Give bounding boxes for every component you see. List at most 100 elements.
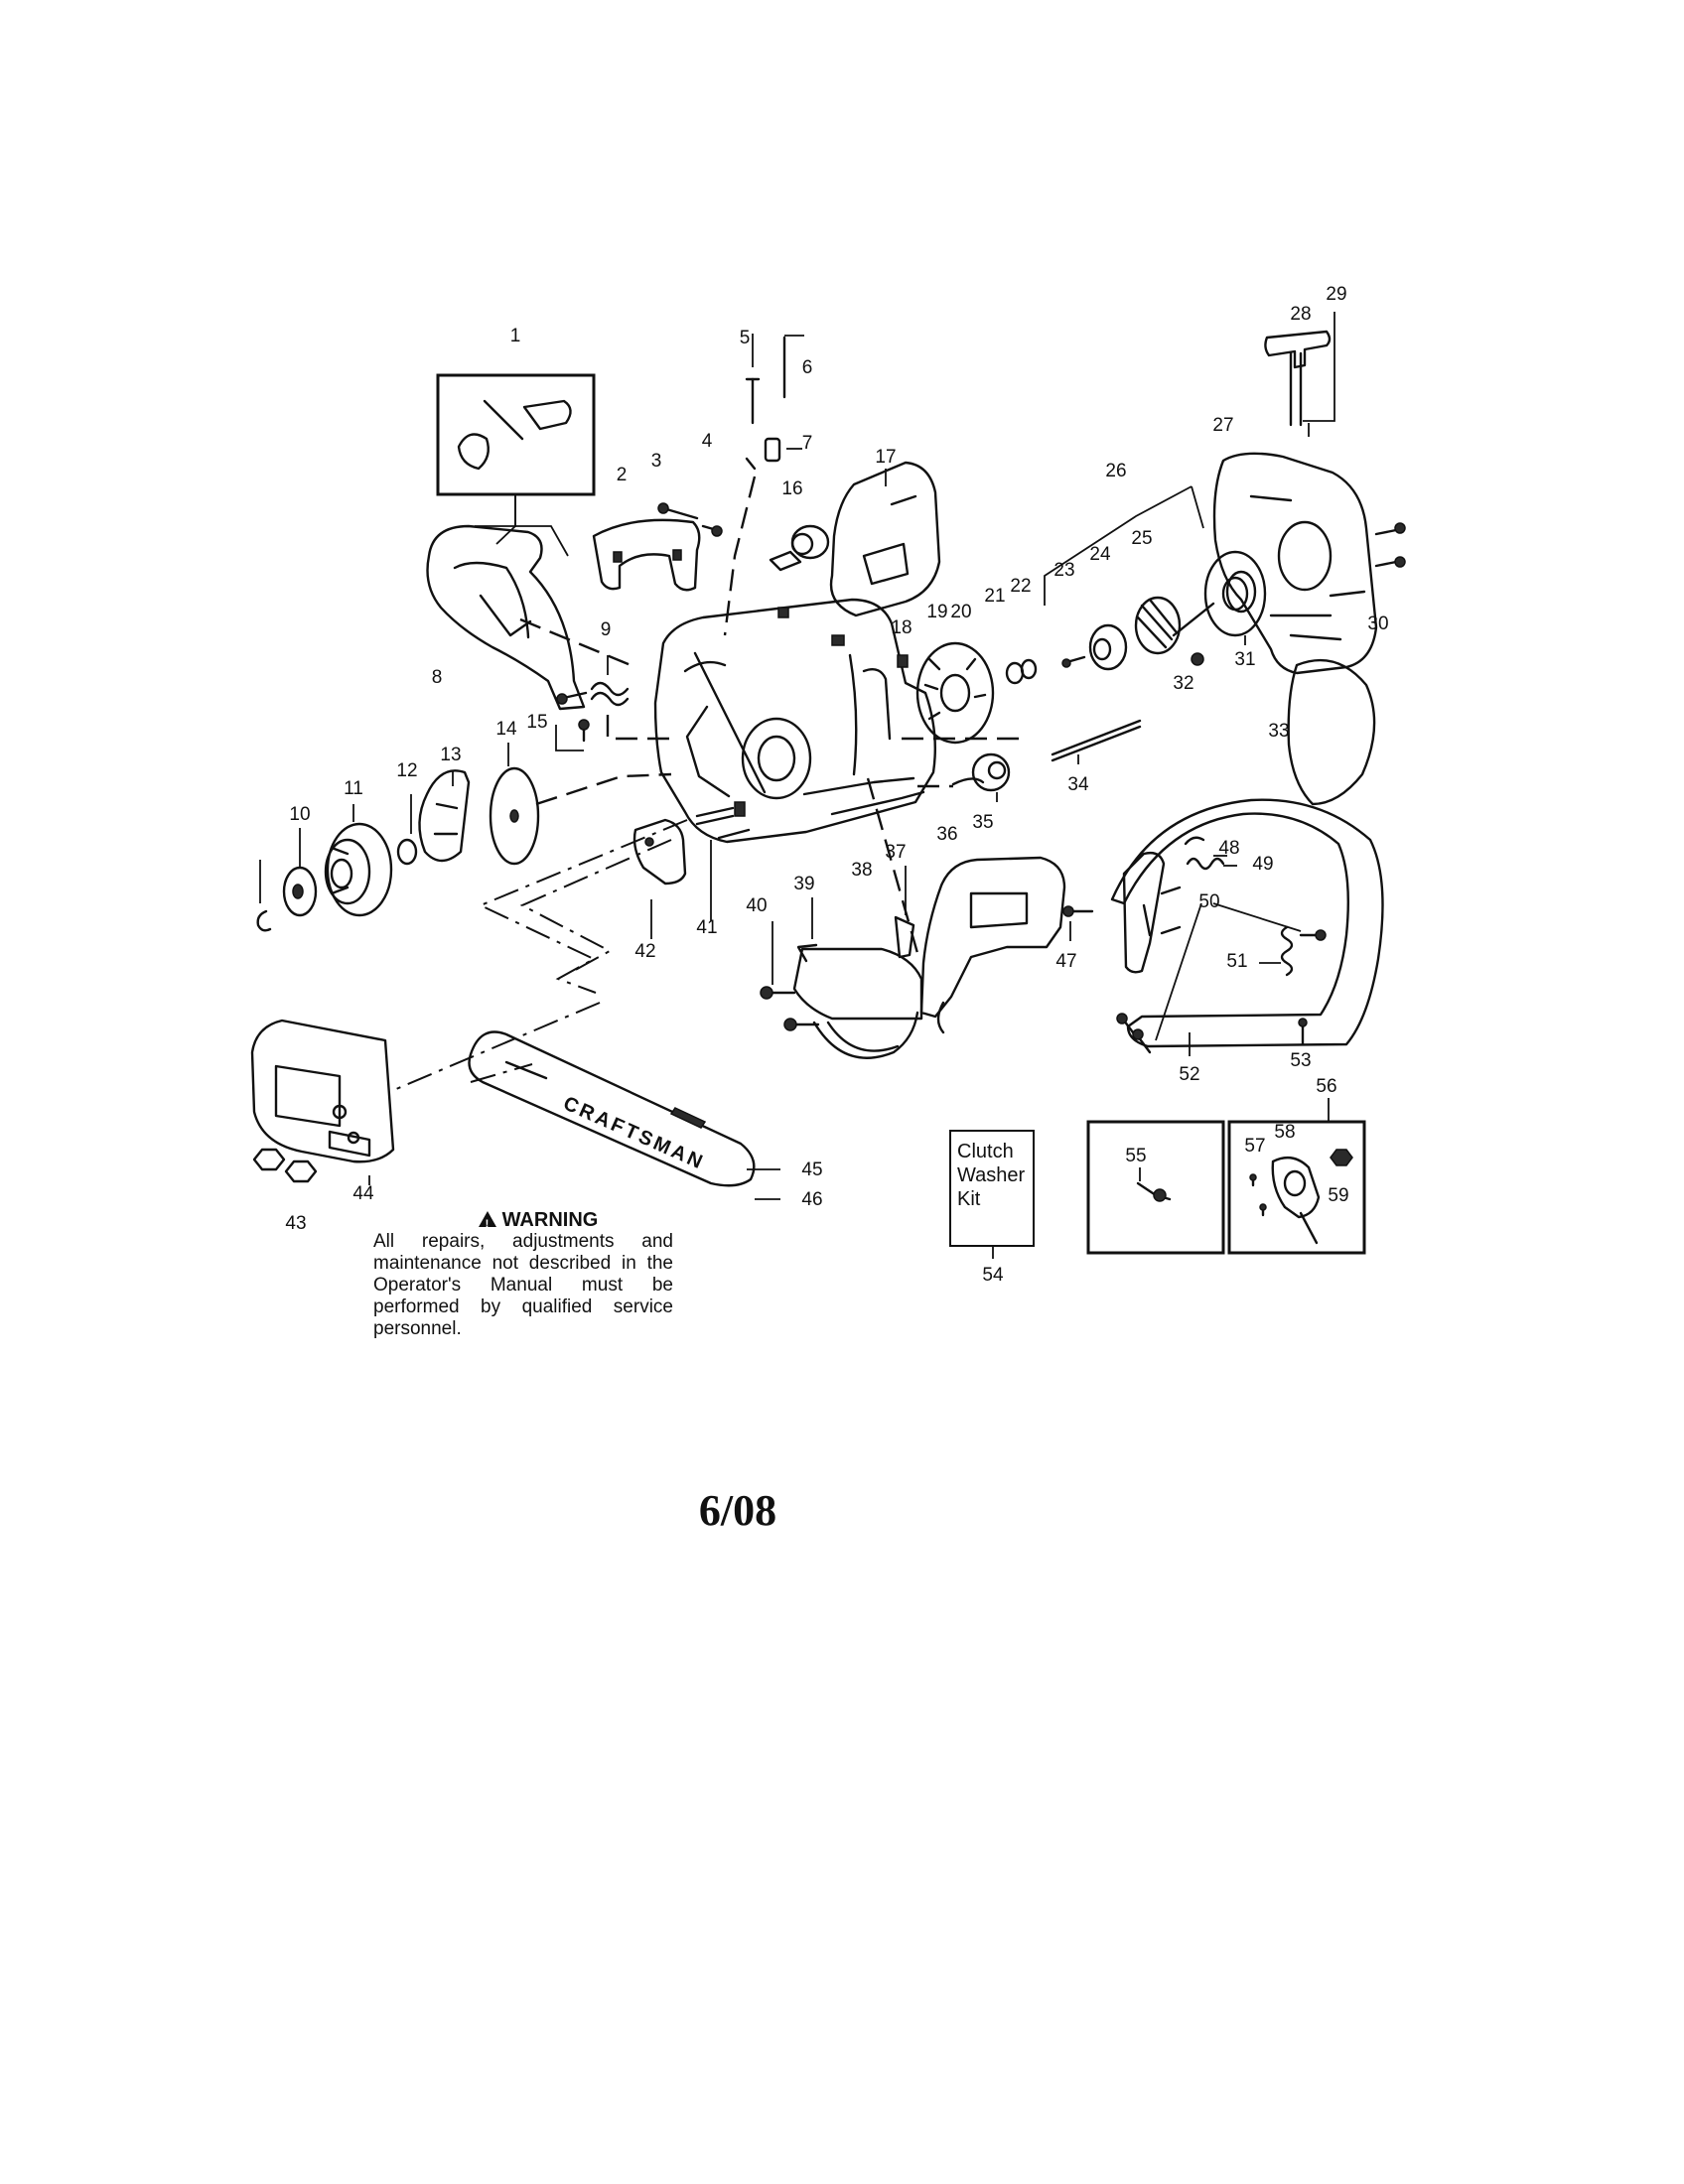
- part-label-37: 37: [885, 842, 906, 863]
- part-35-knob: [951, 752, 1011, 792]
- dashed-14-to-housing: [535, 772, 672, 806]
- part-label-55: 55: [1125, 1146, 1146, 1166]
- part-label-26: 26: [1105, 461, 1126, 481]
- clutch-washer-kit-box: Clutch Washer Kit: [949, 1130, 1035, 1247]
- leader-26: [1044, 485, 1193, 606]
- leader-29: [1303, 312, 1335, 422]
- chain-outline-upper: [478, 819, 688, 994]
- part-label-52: 52: [1179, 1064, 1199, 1085]
- part-label-24: 24: [1089, 544, 1111, 565]
- kit-label-line3: Kit: [957, 1188, 981, 1210]
- part-label-54: 54: [982, 1265, 1004, 1286]
- part-26-rewind-assembly: [1172, 550, 1267, 637]
- warning-body: All repairs, adjustments and maintenance…: [373, 1231, 673, 1339]
- part-38-engine-housing: [653, 598, 936, 844]
- part-label-53: 53: [1290, 1050, 1311, 1071]
- part-label-42: 42: [634, 941, 655, 962]
- part-9-spring: [590, 681, 630, 707]
- warning-notice: WARNING All repairs, adjustments and mai…: [373, 1209, 673, 1340]
- part-label-32: 32: [1173, 673, 1193, 694]
- part-label-48: 48: [1218, 838, 1239, 859]
- part-label-51: 51: [1226, 951, 1247, 972]
- part-41-studs: [695, 801, 751, 840]
- part-label-49: 49: [1252, 854, 1273, 875]
- part-33-flywheel-cover: [1287, 658, 1376, 806]
- revision-date: 6/08: [698, 1486, 777, 1535]
- part-12-washer: [396, 838, 418, 866]
- part-label-31: 31: [1234, 649, 1255, 670]
- part-label-28: 28: [1290, 304, 1311, 325]
- kit-label-line1: Clutch: [957, 1141, 1014, 1162]
- part-label-7: 7: [802, 433, 813, 454]
- part-label-15: 15: [526, 712, 547, 733]
- part-56-box: [1227, 1120, 1366, 1255]
- part-3-screws: [657, 502, 723, 537]
- part-label-4: 4: [702, 431, 713, 452]
- part-55-box: [1086, 1120, 1225, 1255]
- part-label-21: 21: [984, 586, 1005, 607]
- part-label-8: 8: [432, 667, 443, 688]
- part-53-pin: [1298, 1018, 1308, 1046]
- part-label-46: 46: [801, 1189, 822, 1210]
- part-19-flywheel: [915, 641, 995, 745]
- part-label-56: 56: [1316, 1076, 1336, 1097]
- part-number-labels: 1 2 3 4 5 6 7 8 9 10 11 12 13 14 15 16 1…: [285, 284, 1388, 1286]
- part-label-58: 58: [1274, 1122, 1295, 1143]
- part-label-50: 50: [1198, 891, 1219, 912]
- part-36-hand-guard: [919, 856, 1066, 1034]
- part-21-washer: [1005, 661, 1025, 685]
- part-39-clutch-cover: [792, 943, 923, 1059]
- part-label-1: 1: [510, 326, 521, 346]
- part-label-41: 41: [696, 917, 717, 938]
- part-34-rod: [1051, 719, 1142, 762]
- part-22-nut: [1020, 658, 1038, 680]
- part-43-nuts: [252, 1148, 318, 1183]
- part-10-clip: [256, 909, 272, 932]
- part-50-screws: [1160, 886, 1327, 941]
- part-23-screw: [1061, 655, 1086, 668]
- part-label-11: 11: [344, 778, 363, 799]
- part-label-23: 23: [1053, 560, 1074, 581]
- part-label-35: 35: [972, 812, 993, 833]
- part-24-pulley: [1088, 623, 1128, 671]
- part-46-guide-bar: CRAFTSMAN: [468, 1030, 756, 1187]
- part-label-20: 20: [950, 602, 971, 622]
- part-8-rear-handle: [426, 524, 586, 711]
- part-48-clip: [1184, 836, 1205, 846]
- part-label-36: 36: [936, 824, 957, 845]
- warning-triangle-icon: [478, 1211, 496, 1235]
- part-label-30: 30: [1367, 614, 1388, 634]
- part-30-screws: [1374, 522, 1406, 568]
- part-1-kit-box: [436, 373, 596, 496]
- part-label-12: 12: [396, 760, 417, 781]
- part-label-38: 38: [851, 860, 872, 881]
- part-37-adjuster: [894, 915, 915, 959]
- part-label-39: 39: [793, 874, 814, 894]
- dashed-9-to-housing: [606, 715, 671, 741]
- part-label-2: 2: [617, 465, 628, 485]
- chain-outline-inner: [519, 839, 672, 974]
- leader-15: [555, 725, 584, 751]
- part-52-front-handle: [1110, 798, 1384, 1048]
- bar-brand-label: CRAFTSMAN: [560, 1092, 708, 1174]
- leader-1c: [495, 494, 516, 545]
- parts-4-7-fuel-system: [723, 336, 786, 636]
- part-44-side-cover: [250, 1019, 395, 1163]
- part-42-tensioner: [632, 818, 687, 886]
- part-label-22: 22: [1010, 576, 1031, 597]
- part-label-25: 25: [1131, 528, 1152, 549]
- part-label-34: 34: [1067, 774, 1089, 795]
- part-label-17: 17: [875, 447, 896, 468]
- part-label-6: 6: [802, 357, 813, 378]
- part-label-10: 10: [289, 804, 310, 825]
- part-label-5: 5: [740, 328, 751, 348]
- part-screw-lower: [1116, 1013, 1152, 1054]
- part-13-clutch: [418, 769, 471, 863]
- part-28-starter-handle: [1264, 330, 1332, 427]
- part-40-screws: [760, 986, 820, 1031]
- part-2-top-cover: [592, 518, 701, 592]
- dashed-8-to-housing: [519, 617, 636, 669]
- part-label-13: 13: [440, 745, 461, 765]
- kit-label-line2: Washer: [957, 1164, 1026, 1186]
